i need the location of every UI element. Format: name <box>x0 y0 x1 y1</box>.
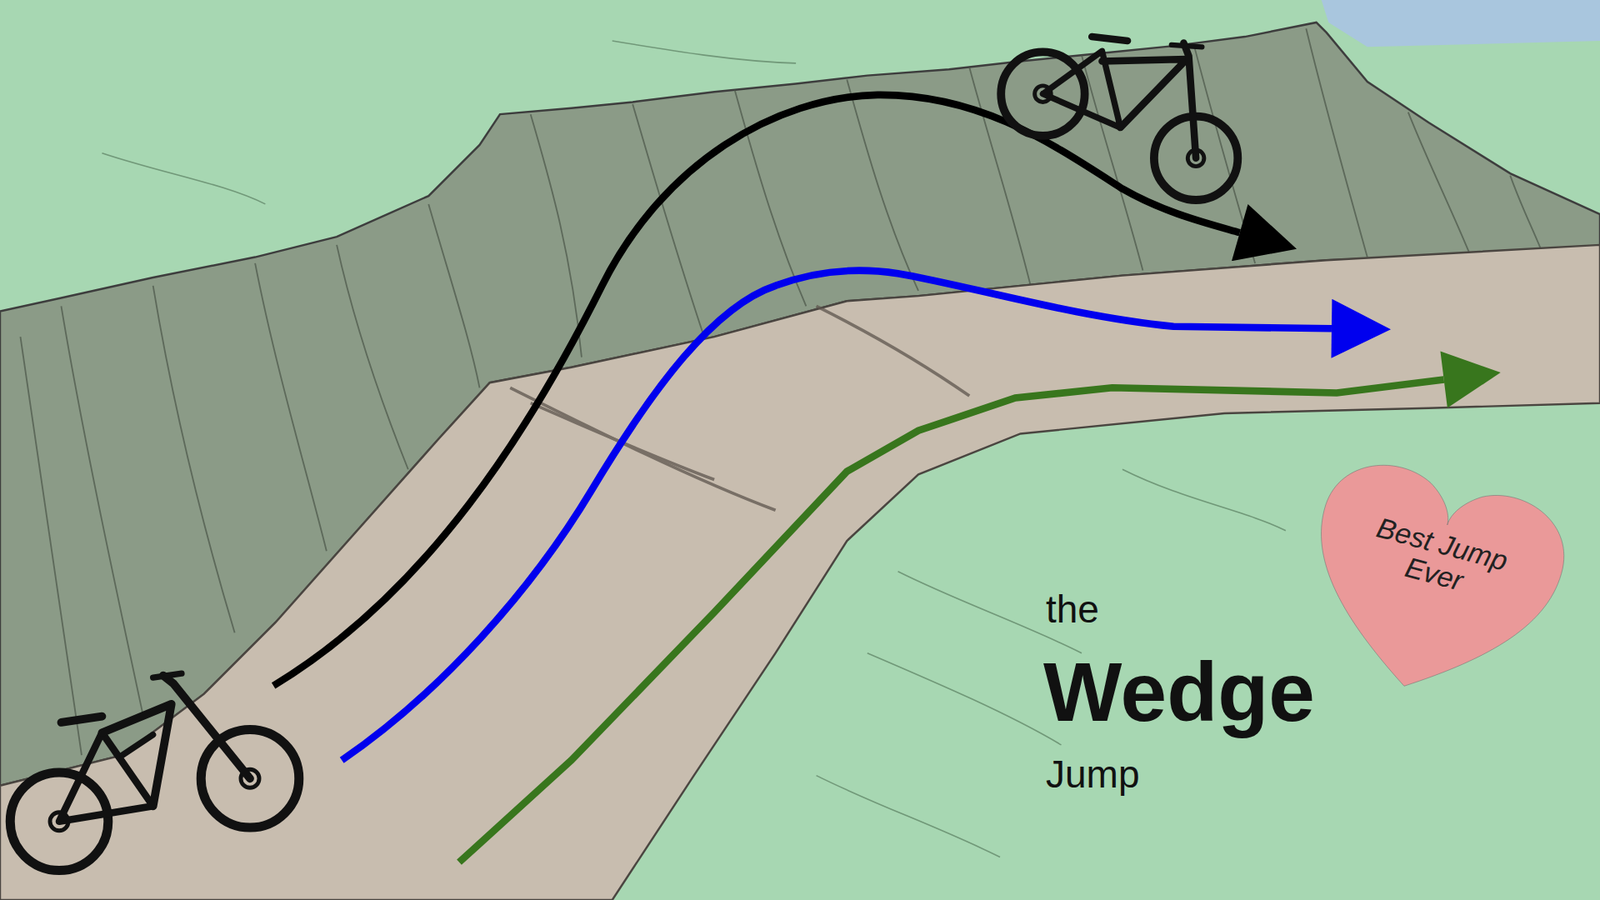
title-word: Jump <box>1045 755 1140 794</box>
bike-icon <box>1000 36 1238 200</box>
heart-fill <box>1285 450 1578 718</box>
line-arrow <box>341 270 1332 761</box>
sky-patch <box>1321 0 1600 47</box>
line-arrow <box>459 380 1445 863</box>
title-word: the <box>1045 590 1100 629</box>
dirt-path <box>0 245 1600 900</box>
title-word: Wedge <box>1043 650 1315 734</box>
bike-icon <box>10 673 300 870</box>
grass-hatching <box>101 40 1285 858</box>
heart-shape: Best Jump Ever <box>1271 432 1592 735</box>
